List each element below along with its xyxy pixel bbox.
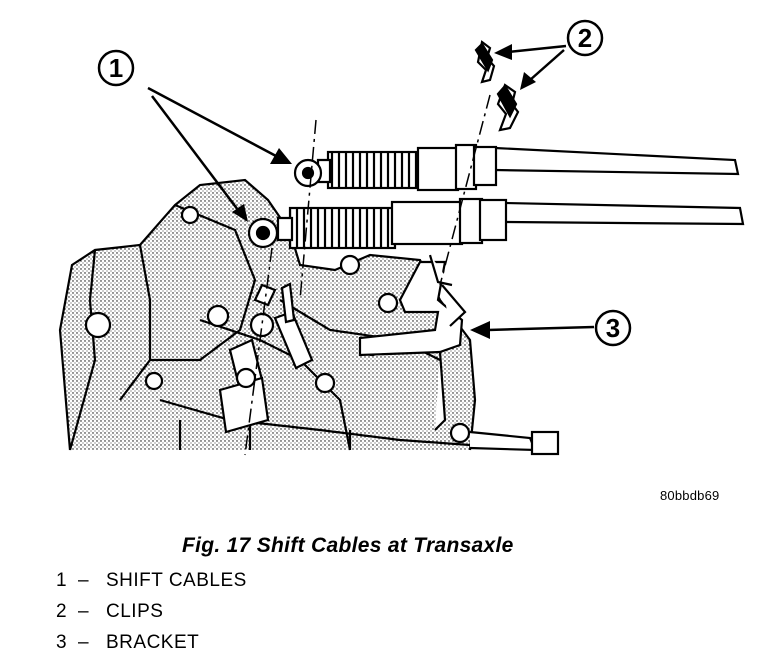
legend-item: 2–CLIPS bbox=[56, 599, 247, 630]
legend-item: 3–BRACKET bbox=[56, 630, 247, 661]
legend-item: 1–SHIFT CABLES bbox=[56, 568, 247, 599]
alignment-lines bbox=[244, 94, 491, 456]
callout-3-number: 3 bbox=[606, 313, 620, 343]
figure-caption: Fig. 17 Shift Cables at Transaxle bbox=[182, 534, 514, 557]
legend-item-number: 2 bbox=[56, 601, 68, 622]
shift-cable-lower bbox=[247, 197, 745, 250]
callout-2-number: 2 bbox=[578, 23, 592, 53]
callout-1-number: 1 bbox=[109, 53, 123, 83]
callout-2: 2 bbox=[494, 19, 604, 90]
image-code: 80bbdb69 bbox=[660, 488, 720, 503]
legend-item-number: 1 bbox=[56, 570, 68, 591]
callout-3: 3 bbox=[470, 309, 632, 347]
legend-item-label: SHIFT CABLES bbox=[106, 570, 247, 591]
legend-item-number: 3 bbox=[56, 632, 68, 653]
shift-levers bbox=[218, 282, 314, 434]
legend-item-separator: – bbox=[78, 632, 90, 653]
clips bbox=[474, 40, 520, 132]
legend: 1–SHIFT CABLES 2–CLIPS 3–BRACKET bbox=[56, 568, 247, 661]
legend-item-separator: – bbox=[78, 570, 90, 591]
cable-bracket bbox=[358, 254, 467, 431]
legend-item-label: BRACKET bbox=[106, 632, 200, 653]
shift-cable-illustration: 1 2 3 bbox=[58, 19, 745, 456]
legend-item-separator: – bbox=[78, 601, 90, 622]
legend-item-label: CLIPS bbox=[106, 601, 164, 622]
shift-cable-upper bbox=[293, 143, 740, 192]
callout-1: 1 bbox=[97, 49, 292, 222]
